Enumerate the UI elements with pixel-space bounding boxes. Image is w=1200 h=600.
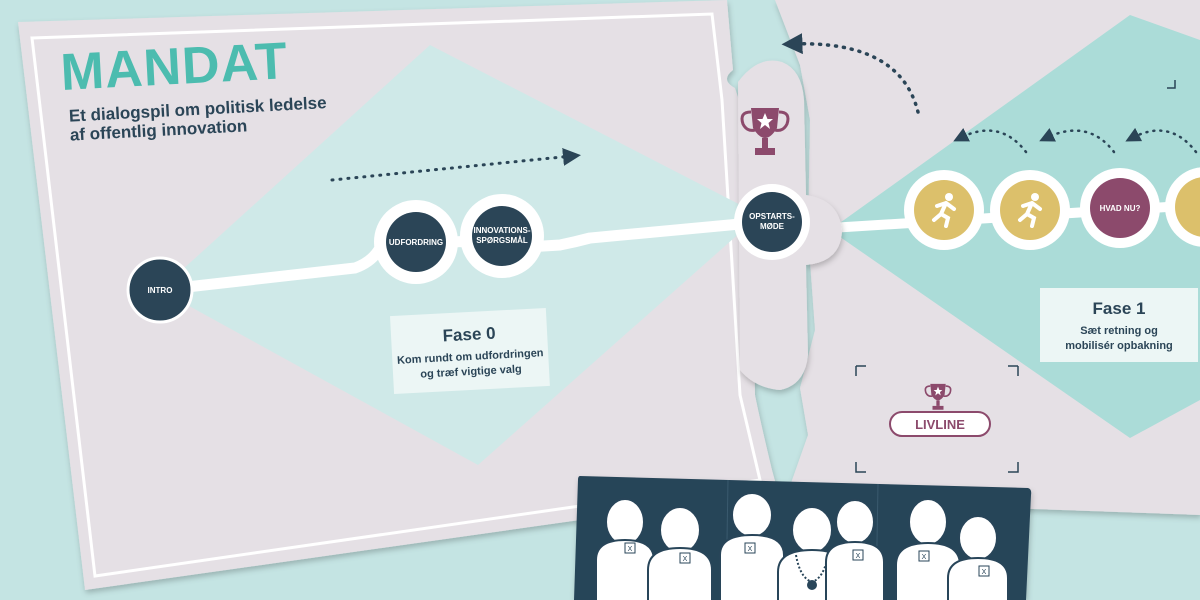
- diamond-phase-0: [160, 45, 760, 465]
- node-action-3[interactable]: [1165, 167, 1200, 247]
- phase-0-label: Fase 0 Kom rundt om udfordringen og træf…: [390, 307, 550, 395]
- svg-text:X: X: [982, 569, 987, 576]
- svg-text:INNOVATIONS-: INNOVATIONS-: [473, 226, 530, 235]
- forward-arrow-icon: [330, 147, 581, 182]
- node-action-1[interactable]: [904, 170, 984, 250]
- phase-1-label: Fase 1 Sæt retning og mobilisér opbaknin…: [1040, 288, 1198, 362]
- node-udfordring[interactable]: UDFORDRING: [374, 200, 458, 284]
- title-block: MANDAT Et dialogspil om politisk ledelse…: [59, 32, 327, 144]
- svg-text:UDFORDRING: UDFORDRING: [389, 238, 443, 247]
- player-figure: X: [647, 506, 713, 600]
- phase-0-desc-line2: og træf vigtige valg: [420, 363, 522, 380]
- player-figure: X: [719, 492, 785, 600]
- node-intro[interactable]: INTRO: [126, 256, 194, 324]
- node-innovationsspoergsmaal[interactable]: INNOVATIONS- SPØRGSMÅL: [460, 194, 544, 278]
- svg-text:SPØRGSMÅL: SPØRGSMÅL: [476, 236, 528, 245]
- svg-text:X: X: [922, 554, 927, 561]
- return-arrow-icon: [781, 33, 920, 114]
- svg-text:LIVLINE: LIVLINE: [915, 417, 965, 432]
- player-figure: X: [947, 515, 1009, 600]
- player-figure: X: [825, 499, 885, 600]
- player-figure: X: [595, 498, 655, 600]
- runner-icon: [932, 193, 956, 228]
- step-arrows: [953, 127, 1198, 154]
- svg-text:HVAD NU?: HVAD NU?: [1100, 204, 1141, 213]
- lifeline-trophy-icon: [924, 383, 952, 410]
- svg-text:X: X: [683, 556, 688, 563]
- svg-text:X: X: [748, 546, 753, 553]
- svg-text:X: X: [628, 546, 633, 553]
- runner-icon: [1018, 193, 1042, 228]
- node-action-2[interactable]: [990, 170, 1070, 250]
- left-board: [18, 0, 778, 590]
- lifeline-button[interactable]: LIVLINE: [889, 411, 991, 437]
- phase-1-desc-line2: mobilisér opbakning: [1065, 340, 1173, 352]
- trophy-icon: [740, 108, 790, 155]
- game-title: MANDAT: [59, 32, 289, 102]
- svg-text:INTRO: INTRO: [148, 286, 173, 295]
- svg-text:X: X: [856, 553, 861, 560]
- svg-text:MØDE: MØDE: [760, 222, 785, 231]
- phase-1-desc-line1: Sæt retning og: [1080, 325, 1158, 337]
- corner-brackets: [855, 80, 1176, 473]
- node-opstartsmoede[interactable]: OPSTARTS- MØDE: [734, 184, 810, 260]
- phase-1-heading: Fase 1: [1093, 299, 1146, 318]
- player-cards[interactable]: X X X: [574, 476, 1032, 600]
- right-board: [775, 0, 1200, 515]
- player-figure: X: [895, 498, 961, 600]
- svg-text:OPSTARTS-: OPSTARTS-: [749, 212, 795, 221]
- node-hvad-nu[interactable]: HVAD NU?: [1080, 168, 1160, 248]
- phase-0-heading: Fase 0: [442, 324, 496, 346]
